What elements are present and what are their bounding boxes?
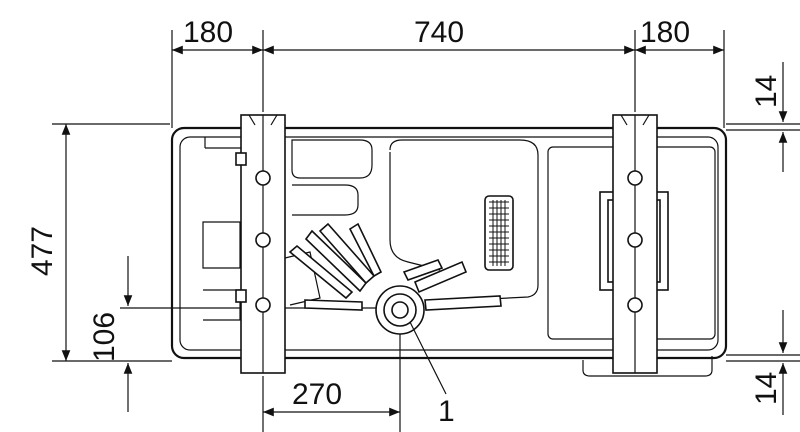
drain-ribs	[288, 222, 502, 311]
dim-top-middle-label: 740	[414, 16, 464, 49]
dimension-right: 14 14	[750, 62, 788, 415]
callout-1: 1	[409, 321, 455, 428]
dim-right-top-label: 14	[750, 75, 783, 108]
drain-fitting	[375, 285, 425, 335]
dim-bottom-offset-label: 270	[292, 378, 342, 411]
dim-right-bottom-label: 14	[750, 372, 783, 405]
overflow-grille	[484, 195, 514, 271]
dimension-left: 477 106	[26, 124, 133, 412]
dimension-top: 180 740 180	[172, 16, 724, 55]
dim-left-offset-label: 106	[88, 312, 121, 362]
dimension-bottom: 270	[263, 378, 400, 417]
tub-body	[170, 126, 728, 360]
dim-left-height-label: 477	[26, 226, 59, 276]
dim-top-left-label: 180	[183, 16, 233, 49]
support-frame-left	[235, 114, 286, 374]
support-frame-right	[612, 114, 658, 374]
dim-top-right-label: 180	[640, 16, 690, 49]
extension-lines	[52, 30, 800, 432]
callout-1-label: 1	[438, 395, 455, 428]
